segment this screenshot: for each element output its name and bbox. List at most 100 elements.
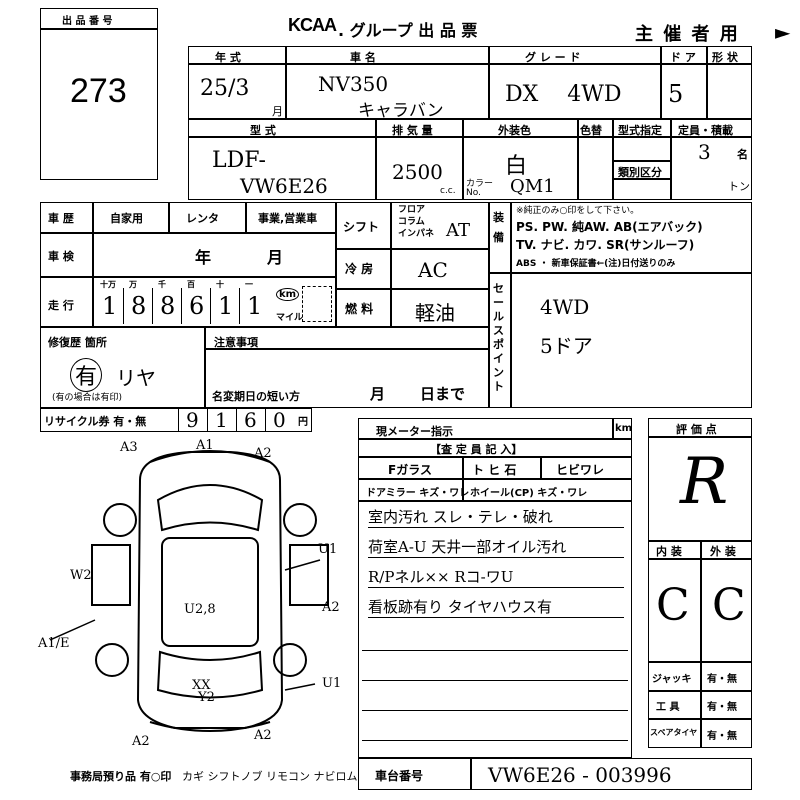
mileage-digit-label: 十万 <box>100 280 116 289</box>
displacement-value: 2500 <box>392 160 443 184</box>
divider <box>239 288 240 324</box>
displacement-label: 排 気 量 <box>392 124 433 137</box>
divider <box>40 232 335 234</box>
mile-label: マイル <box>276 313 304 323</box>
chassis-label: 車台番号 <box>375 769 424 783</box>
caution-label: 注意事項 <box>214 336 258 349</box>
chassis-box <box>358 758 752 790</box>
model-label: 型 式 <box>250 124 276 137</box>
km-label: km <box>276 288 300 301</box>
divider <box>40 326 488 328</box>
history-block <box>40 202 752 408</box>
note-line <box>362 650 628 651</box>
divider <box>375 118 377 200</box>
divider <box>92 202 94 326</box>
car-name-line2: キャラバン <box>358 101 444 121</box>
shift-label: シフト <box>343 220 380 234</box>
spare-label: スペアタイヤ <box>650 728 698 737</box>
mileage-digit-label: 千 <box>158 280 166 289</box>
mileage-digit-label: 十 <box>216 280 224 289</box>
divider <box>660 46 662 118</box>
front-left-wheel <box>103 503 137 537</box>
divider <box>204 326 206 408</box>
divider <box>488 272 752 274</box>
rear-right-wheel <box>273 643 307 677</box>
divider <box>178 408 179 432</box>
divider <box>612 418 614 438</box>
form-title: . グループ 出 品 票 <box>338 21 478 40</box>
mileage-digit: 1 <box>247 292 263 320</box>
divider <box>488 202 490 408</box>
damage-mark: A1 <box>196 438 214 453</box>
equipment-line1: PS. PW. 純AW. AB(エアバック) <box>516 220 703 234</box>
recycle-digit: 9 <box>186 408 199 432</box>
exterior-color-label: 外装色 <box>498 124 531 137</box>
inspection-label: 車 検 <box>48 250 74 263</box>
rear-bumper <box>149 721 271 732</box>
damage-mark: A2 <box>254 446 272 461</box>
equipment-line2: TV. ナビ. カワ. SR(サンルーフ) <box>516 238 695 252</box>
divider <box>700 540 702 662</box>
damage-mark: A1/E <box>38 636 70 651</box>
capacity-value: 3 <box>698 140 711 164</box>
repair-location: リヤ <box>116 366 156 390</box>
grade-value: DX 4WD <box>505 82 622 107</box>
repair-note: (有の場合は有印) <box>52 393 123 403</box>
grade-label: グ レ ー ド <box>525 51 581 64</box>
jack-label: ジャッキ <box>652 674 692 685</box>
divider <box>612 160 670 162</box>
annotation-stroke <box>284 559 321 571</box>
divider <box>168 202 170 232</box>
fuel-label: 燃 料 <box>345 302 374 316</box>
divider <box>285 46 287 118</box>
damage-mark: A2 <box>322 600 340 615</box>
year-label: 年 式 <box>215 51 241 64</box>
color-value: 白 <box>505 154 528 179</box>
inspection-month-label: 月 <box>267 248 284 267</box>
tools-label: 工 具 <box>656 702 680 713</box>
mileage-digit-label: 百 <box>187 280 195 289</box>
name-change-label: 名変期日の短い方 <box>212 390 300 403</box>
mileage-digit: 6 <box>189 292 205 320</box>
type-designation-label: 型式指定 <box>618 124 662 137</box>
color-code: QM1 <box>510 176 555 197</box>
recycle-digit: 1 <box>215 408 228 432</box>
exterior-label: 外 装 <box>710 545 736 558</box>
divider <box>358 478 632 480</box>
divider <box>335 288 488 290</box>
model-line2: VW6E26 <box>240 174 328 198</box>
lot-number-label: 出 品 番 号 <box>62 16 113 27</box>
damage-mark: U1 <box>322 676 342 691</box>
divider <box>648 436 752 438</box>
damage-mark: Y2 <box>198 690 215 705</box>
inspector-note: R/Pネル×× Rコ-ワU <box>368 566 624 588</box>
doors-value: 5 <box>668 80 684 108</box>
sales-point-line1: 4WD <box>540 295 590 319</box>
equipment-note: ※純正のみ○印をして下さい。 <box>516 206 640 216</box>
divider <box>335 202 337 326</box>
chassis-value: VW6E26 - 003996 <box>488 763 672 787</box>
year-value: 25/3 <box>200 76 250 101</box>
shift-value: AT <box>446 220 471 241</box>
copy-label: 主 催 者 用 <box>635 24 740 45</box>
model-line1: LDF- <box>212 148 266 173</box>
jack-have-none: 有・無 <box>707 674 737 685</box>
divider <box>188 118 752 120</box>
capacity-label: 定員・積載 <box>678 124 733 137</box>
divider <box>540 456 542 478</box>
mileage-digit: 8 <box>160 292 176 320</box>
annotation-stroke <box>284 683 316 691</box>
divider <box>462 456 464 478</box>
divider <box>612 178 670 180</box>
recycle-label: リサイクル券 有・無 <box>44 415 147 428</box>
name-change-day: 日まで <box>420 385 466 403</box>
category-label: 類別区分 <box>618 166 662 179</box>
report-label: 【査 定 員 記 入】 <box>430 443 523 456</box>
month-unit: 月 <box>272 105 283 118</box>
rental-label: レンタ <box>186 212 219 225</box>
mirror-label: ドアミラー キズ・ワレ <box>366 488 470 499</box>
business-label: 事業,営業車 <box>258 212 318 225</box>
arrow-icon: ► <box>775 20 791 44</box>
mileage-digit: 1 <box>218 292 234 320</box>
mileage-check-box <box>302 286 332 322</box>
